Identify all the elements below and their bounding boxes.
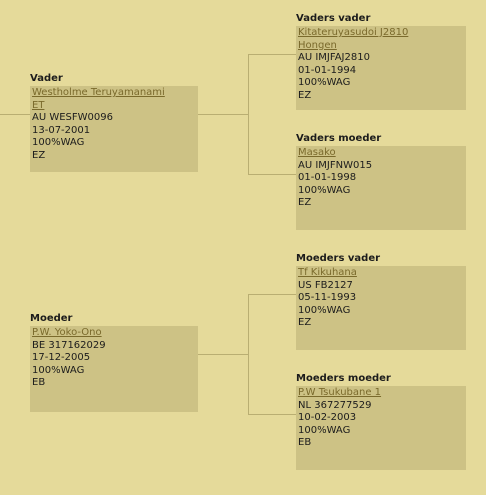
moeders-moeder-title: Moeders moeder	[296, 373, 391, 384]
vaders-vader-name-line-1: Kitateruyasudoi J2810	[298, 27, 409, 38]
connector-line	[248, 174, 296, 175]
moeders-vader-birth-date: 05-11-1993	[298, 292, 357, 303]
moeders-moeder-card: Moeders moeder P.W Tsukubane 1 NL 367277…	[296, 373, 466, 470]
vaders-vader-percentage: 100%WAG	[298, 77, 351, 88]
vader-registration: AU WESFW0096	[32, 112, 113, 123]
moeder-card: Moeder P.W. Yoko-Ono BE 317162029 17-12-…	[30, 313, 198, 412]
vader-name-line-2: ET	[32, 99, 45, 111]
connector-line	[0, 114, 30, 115]
vader-title: Vader	[30, 73, 63, 84]
vaders-moeder-card: Vaders moeder Masako AU IMJFNW015 01-01-…	[296, 133, 466, 230]
moeder-registration: BE 317162029	[32, 339, 106, 351]
connector-line	[198, 354, 248, 355]
moeders-vader-box: Tf Kikuhana US FB2127 05-11-1993 100%WAG…	[296, 266, 466, 350]
vaders-moeder-code: EZ	[298, 197, 312, 208]
vader-percentage: 100%WAG	[32, 137, 85, 148]
moeders-vader-code: EZ	[298, 317, 312, 328]
connector-line	[248, 294, 296, 295]
vaders-moeder-registration: AU IMJFNW015	[298, 159, 373, 171]
connector-line	[248, 414, 296, 415]
vaders-vader-name-line-2: Hongen	[298, 39, 337, 51]
vaders-vader-title: Vaders vader	[296, 13, 371, 24]
vaders-moeder-title: Vaders moeder	[296, 133, 382, 144]
connector-line	[248, 294, 249, 415]
vader-birth-date: 13-07-2001	[32, 124, 91, 136]
moeder-code: EB	[32, 377, 46, 388]
vaders-vader-birth-date: 01-01-1994	[298, 64, 357, 76]
vaders-moeder-box: Masako AU IMJFNW015 01-01-1998 100%WAG E…	[296, 146, 466, 230]
vaders-vader-registration: AU IMJFAJ2810	[298, 52, 370, 63]
moeders-moeder-box: P.W Tsukubane 1 NL 367277529 10-02-2003 …	[296, 386, 466, 470]
vaders-moeder-name-link[interactable]: Masako	[298, 147, 336, 158]
vader-code: EZ	[32, 149, 46, 161]
vaders-moeder-percentage: 100%WAG	[298, 184, 351, 196]
moeders-vader-registration: US FB2127	[298, 279, 353, 291]
moeder-percentage: 100%WAG	[32, 364, 85, 376]
moeders-vader-name-link[interactable]: Tf Kikuhana	[298, 267, 357, 278]
moeder-birth-date: 17-12-2005	[32, 352, 91, 363]
moeders-moeder-code: EB	[298, 437, 312, 448]
moeders-moeder-percentage: 100%WAG	[298, 424, 351, 436]
moeders-moeder-birth-date: 10-02-2003	[298, 412, 357, 423]
moeder-name-link[interactable]: P.W. Yoko-Ono	[32, 327, 102, 338]
moeder-box: P.W. Yoko-Ono BE 317162029 17-12-2005 10…	[30, 326, 198, 412]
vaders-moeder-birth-date: 01-01-1998	[298, 172, 357, 183]
connector-line	[248, 54, 296, 55]
vader-name-line-1: Westholme Teruyamanami	[32, 87, 165, 98]
moeder-title: Moeder	[30, 313, 73, 324]
moeders-moeder-registration: NL 367277529	[298, 399, 372, 411]
moeders-vader-title: Moeders vader	[296, 253, 381, 264]
moeders-vader-percentage: 100%WAG	[298, 304, 351, 316]
connector-line	[248, 54, 249, 175]
connector-line	[198, 114, 248, 115]
moeders-moeder-name-link[interactable]: P.W Tsukubane 1	[298, 387, 382, 398]
vaders-vader-code: EZ	[298, 89, 312, 101]
moeders-vader-card: Moeders vader Tf Kikuhana US FB2127 05-1…	[296, 253, 466, 350]
